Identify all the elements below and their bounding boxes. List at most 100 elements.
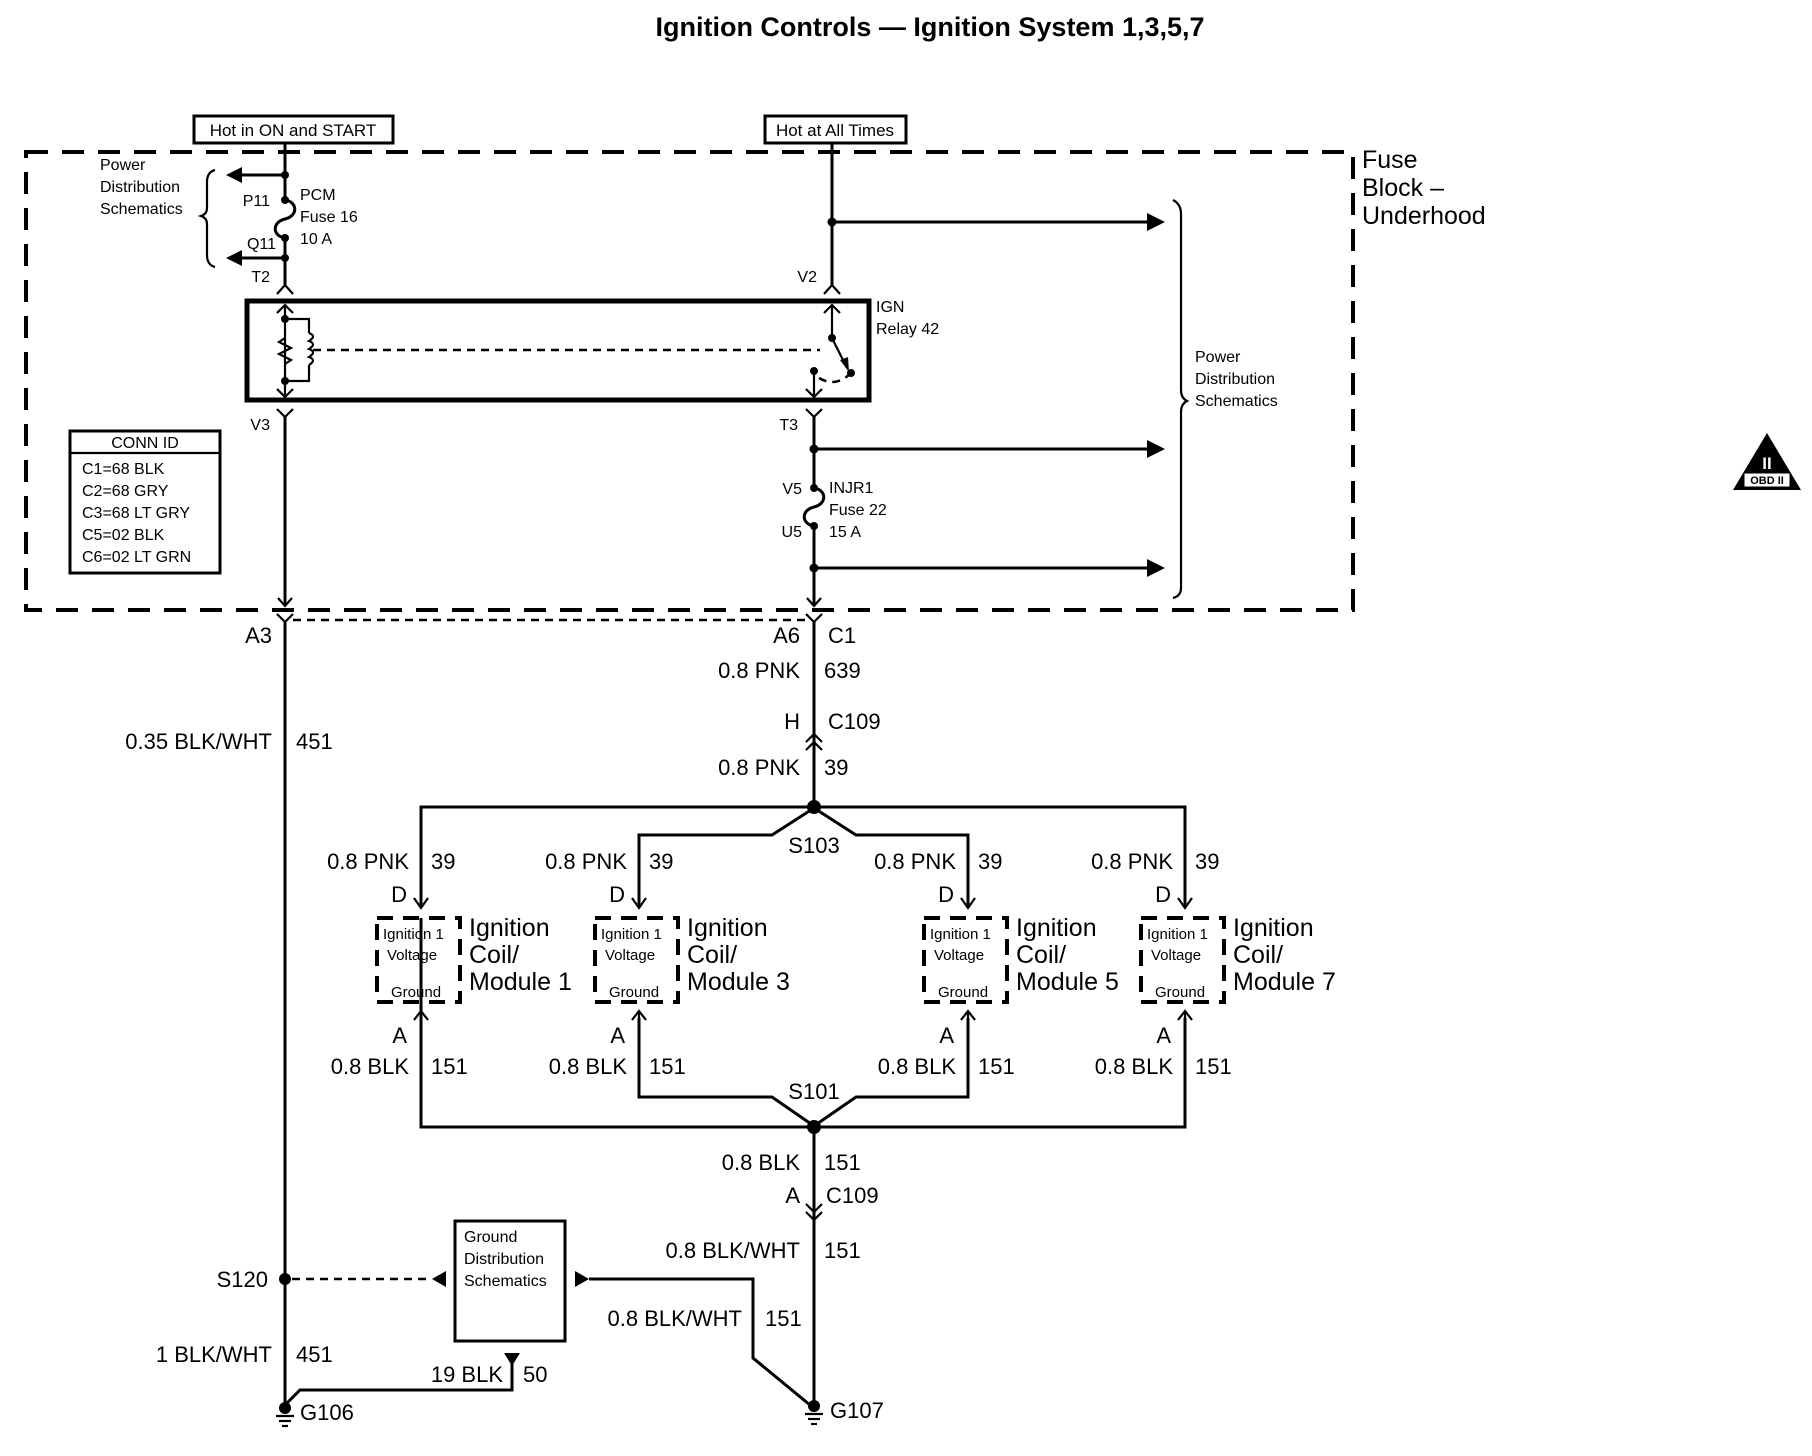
connector-t3-icon — [805, 408, 823, 419]
pin-label: Q11 — [247, 236, 276, 253]
svg-text:Schematics: Schematics — [1195, 393, 1278, 410]
svg-text:Schematics: Schematics — [464, 1273, 547, 1290]
injr-fuse-label: INJR1 Fuse 22 15 A — [829, 480, 887, 541]
wire-circuit-number: 151 — [824, 1150, 861, 1175]
wire-gauge-color: 0.8 PNK — [545, 849, 627, 874]
power-dist-right-label: Power Distribution Schematics — [1195, 349, 1278, 410]
wire-circuit-number: 39 — [649, 849, 673, 874]
pin-label: D — [609, 882, 625, 907]
module-name: Ignition — [1016, 914, 1097, 942]
pcm-fuse-label: PCM Fuse 16 10 A — [300, 187, 358, 248]
diagram-title: Ignition Controls — Ignition System 1,3,… — [655, 12, 1204, 42]
pin-label: T3 — [779, 417, 798, 434]
pin-label: A — [1156, 1023, 1171, 1048]
ground-label: G106 — [300, 1400, 354, 1425]
svg-text:Block –: Block – — [1362, 174, 1444, 202]
pin-label: A6 — [773, 623, 800, 648]
wire-39-inner — [637, 806, 970, 904]
wire-gauge-color: 0.8 PNK — [1091, 849, 1173, 874]
wire-gauge-color: 0.8 BLK/WHT — [608, 1306, 742, 1331]
ign-relay-label: IGN Relay 42 — [876, 299, 939, 338]
wire-gauge-color: 0.8 BLK — [1095, 1054, 1174, 1079]
pin-label: D — [938, 882, 954, 907]
connector-label: C1 — [828, 623, 856, 648]
wire-circuit-number: 639 — [824, 658, 861, 683]
module-pin-name: Ground — [391, 984, 441, 1001]
pin-label: T2 — [251, 269, 270, 286]
module-name: Module 3 — [687, 968, 790, 996]
fuse-symbol-injr — [802, 486, 826, 528]
pin-label: U5 — [782, 524, 803, 541]
module-name: Coil/ — [1233, 941, 1283, 969]
splice-label: S120 — [217, 1267, 268, 1292]
connector-label: C109 — [828, 709, 881, 734]
pin-label: H — [784, 709, 800, 734]
module-name: Coil/ — [1016, 941, 1066, 969]
ign-relay — [244, 298, 872, 403]
connector-t2-icon — [276, 283, 294, 295]
wire-gauge-color: 0.35 BLK/WHT — [125, 729, 272, 754]
svg-text:Distribution: Distribution — [100, 179, 180, 196]
splice-label: S103 — [788, 833, 839, 858]
conn-id-header: CONN ID — [111, 435, 179, 452]
arrow-right-icon — [1147, 440, 1165, 458]
coil-icon — [306, 331, 315, 366]
module-outline — [922, 916, 1009, 1004]
svg-text:Fuse: Fuse — [1362, 146, 1418, 174]
svg-text:Relay 42: Relay 42 — [876, 321, 939, 338]
module-name: Coil/ — [687, 941, 737, 969]
svg-text:Power: Power — [1195, 349, 1241, 366]
arrow-left-icon — [226, 250, 242, 266]
wire-circuit-number: 151 — [431, 1054, 468, 1079]
power-source-hot-all-times: Hot at All Times — [763, 114, 908, 145]
module-outline — [593, 916, 680, 1004]
module-pin-name: Voltage — [387, 947, 437, 964]
power-source-label: Hot in ON and START — [210, 121, 377, 140]
conn-id-row: C6=02 LT GRN — [82, 549, 191, 566]
obd-ii-badge-icon: OBD II II — [1733, 433, 1801, 490]
arrow-right-icon — [1147, 559, 1165, 577]
module-outline — [1139, 916, 1226, 1004]
module-pin-name: Ground — [1155, 984, 1205, 1001]
module-name: Ignition — [1233, 914, 1314, 942]
pin-label: A — [785, 1183, 800, 1208]
wire-circuit-number: 39 — [431, 849, 455, 874]
wire-circuit-number: 39 — [824, 755, 848, 780]
module-name: Ignition — [687, 914, 768, 942]
module-pin-name: Ignition 1 — [1147, 926, 1208, 943]
module-outline — [375, 916, 462, 1004]
connector-v2-icon — [823, 283, 841, 295]
wire-gauge-color: 1 BLK/WHT — [156, 1342, 272, 1367]
pin-label: A — [392, 1023, 407, 1048]
module-pin-name: Ignition 1 — [383, 926, 444, 943]
badge-label: OBD II — [1750, 475, 1784, 487]
badge-numeral: II — [1762, 454, 1771, 473]
wire-gauge-color: 0.8 PNK — [327, 849, 409, 874]
wire-circuit-number: 39 — [1195, 849, 1219, 874]
wire-circuit-number: 50 — [523, 1362, 547, 1387]
splice-dot — [279, 1273, 291, 1285]
module-pin-name: Ignition 1 — [601, 926, 662, 943]
svg-text:INJR1: INJR1 — [829, 480, 874, 497]
wire-gauge-color: 0.8 BLK — [331, 1054, 410, 1079]
arrow-left-icon — [226, 167, 242, 183]
conn-id-row: C1=68 BLK — [82, 461, 165, 478]
module-name: Module 1 — [469, 968, 572, 996]
pin-label: V3 — [250, 417, 270, 434]
svg-text:PCM: PCM — [300, 187, 336, 204]
splice-label: S101 — [788, 1079, 839, 1104]
svg-text:Power: Power — [100, 157, 146, 174]
connector-a6-icon — [805, 613, 823, 624]
svg-text:Fuse 22: Fuse 22 — [829, 502, 887, 519]
arrow-left-icon — [432, 1271, 446, 1287]
resistor-icon — [276, 337, 294, 365]
ground-label: G107 — [830, 1398, 884, 1423]
fuse-symbol-pcm — [273, 198, 297, 240]
svg-text:15 A: 15 A — [829, 524, 861, 541]
power-source-ign-on-start: Hot in ON and START — [192, 114, 395, 145]
module-name: Coil/ — [469, 941, 519, 969]
